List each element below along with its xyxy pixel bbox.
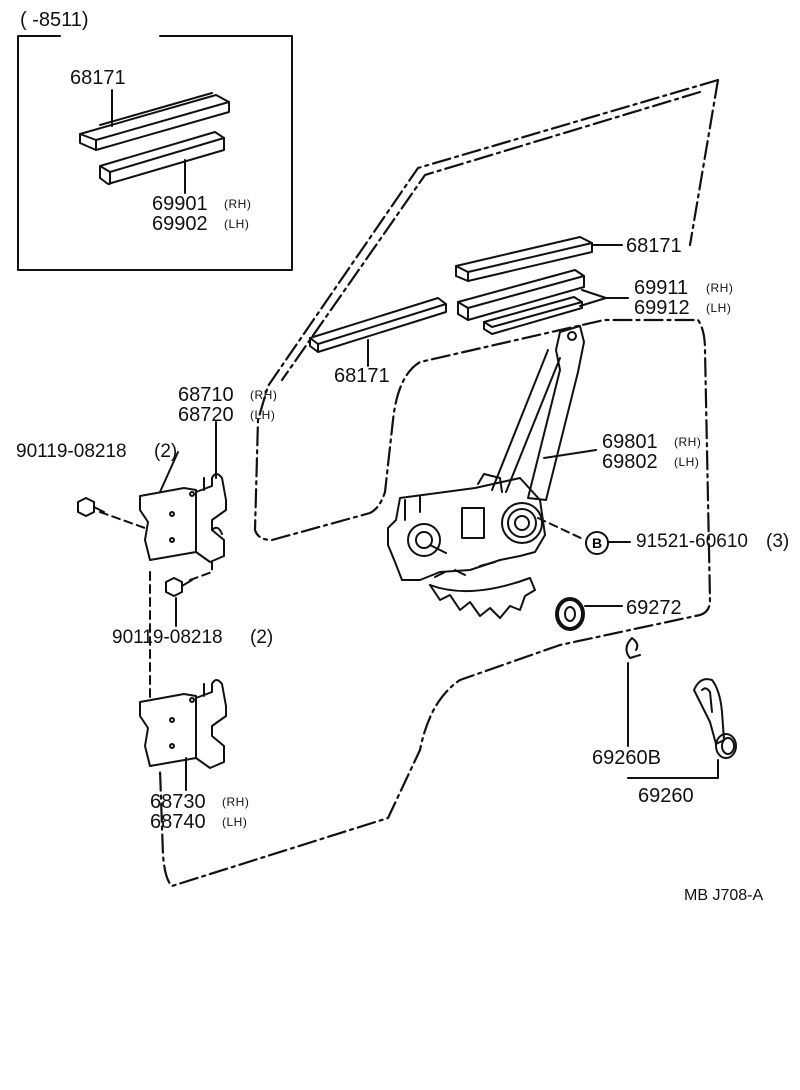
rivet-qty: (3) bbox=[766, 531, 790, 552]
leader-rivet bbox=[537, 517, 586, 541]
bolt-upper-label: 90119-08218 bbox=[16, 441, 127, 462]
bolt-lower-qty: (2) bbox=[250, 627, 274, 648]
regulator-lh-tag: (LH) bbox=[674, 455, 700, 469]
inset-part-a-label: 68171 bbox=[70, 67, 126, 89]
inset-lh-tag: (LH) bbox=[224, 217, 250, 231]
bolt-lower-label: 90119-08218 bbox=[112, 627, 223, 648]
upper-hinge bbox=[139, 473, 227, 563]
bolt-upper bbox=[77, 497, 105, 517]
rivet-b-mark: B bbox=[585, 531, 609, 555]
channel-rh-tag: (RH) bbox=[706, 281, 734, 295]
handle-clip bbox=[625, 637, 641, 659]
lower-hinge-rh-tag: (RH) bbox=[222, 795, 250, 809]
lower-hinge-lh-tag: (LH) bbox=[222, 815, 248, 829]
upper-hinge-rh-label: 68710 bbox=[178, 384, 234, 406]
window-handle bbox=[693, 678, 737, 759]
bolt-upper-qty: (2) bbox=[154, 441, 178, 462]
inset-part-b-lh-label: 69902 bbox=[152, 213, 208, 235]
run-channel-upper bbox=[455, 236, 593, 282]
regulator-rh-label: 69801 bbox=[602, 431, 658, 453]
handle-label: 69260 bbox=[638, 785, 694, 807]
inset-channel bbox=[99, 131, 225, 185]
washer bbox=[555, 597, 585, 631]
rivet-label: 91521-60610 bbox=[636, 531, 748, 552]
leader-channel bbox=[579, 289, 629, 307]
inset-rh-tag: (RH) bbox=[224, 197, 252, 211]
dash-bolt-upper bbox=[99, 511, 146, 529]
channel-lh-label: 69912 bbox=[634, 297, 690, 319]
lower-hinge-rh-label: 68730 bbox=[150, 791, 206, 813]
lower-hinge-lh-label: 68740 bbox=[150, 811, 206, 833]
upper-hinge-rh-tag: (RH) bbox=[250, 388, 278, 402]
glass-channel bbox=[457, 269, 585, 335]
clip-label: 69260B bbox=[592, 747, 661, 769]
washer-label: 69272 bbox=[626, 597, 682, 619]
leader-upper-hinge-bolt bbox=[159, 451, 179, 493]
run-upper-label: 68171 bbox=[626, 235, 682, 257]
bolt-lower bbox=[165, 577, 193, 597]
inset-part-b-rh-label: 69901 bbox=[152, 193, 208, 215]
inset-frame bbox=[17, 35, 293, 271]
leader-handle bbox=[627, 759, 719, 779]
leader-regulator bbox=[543, 449, 597, 459]
lower-hinge bbox=[139, 679, 227, 769]
upper-hinge-lh-label: 68720 bbox=[178, 404, 234, 426]
door-outline-pillar bbox=[280, 90, 702, 382]
door-outline-inner bbox=[688, 78, 720, 247]
run-channel-lower bbox=[309, 297, 447, 353]
door-outline bbox=[158, 78, 720, 888]
dash-bolt-lower bbox=[189, 561, 213, 581]
inset-range-label: ( -8511) bbox=[20, 9, 89, 31]
regulator-lh-label: 69802 bbox=[602, 451, 658, 473]
channel-lh-tag: (LH) bbox=[706, 301, 732, 315]
run-lower-label: 68171 bbox=[334, 365, 390, 387]
upper-hinge-lh-tag: (LH) bbox=[250, 408, 276, 422]
inset-run-channel bbox=[79, 92, 230, 151]
regulator-rh-tag: (RH) bbox=[674, 435, 702, 449]
window-regulator bbox=[387, 325, 585, 619]
channel-rh-label: 69911 bbox=[634, 277, 689, 299]
reference-code: MB J708-A bbox=[684, 887, 764, 904]
